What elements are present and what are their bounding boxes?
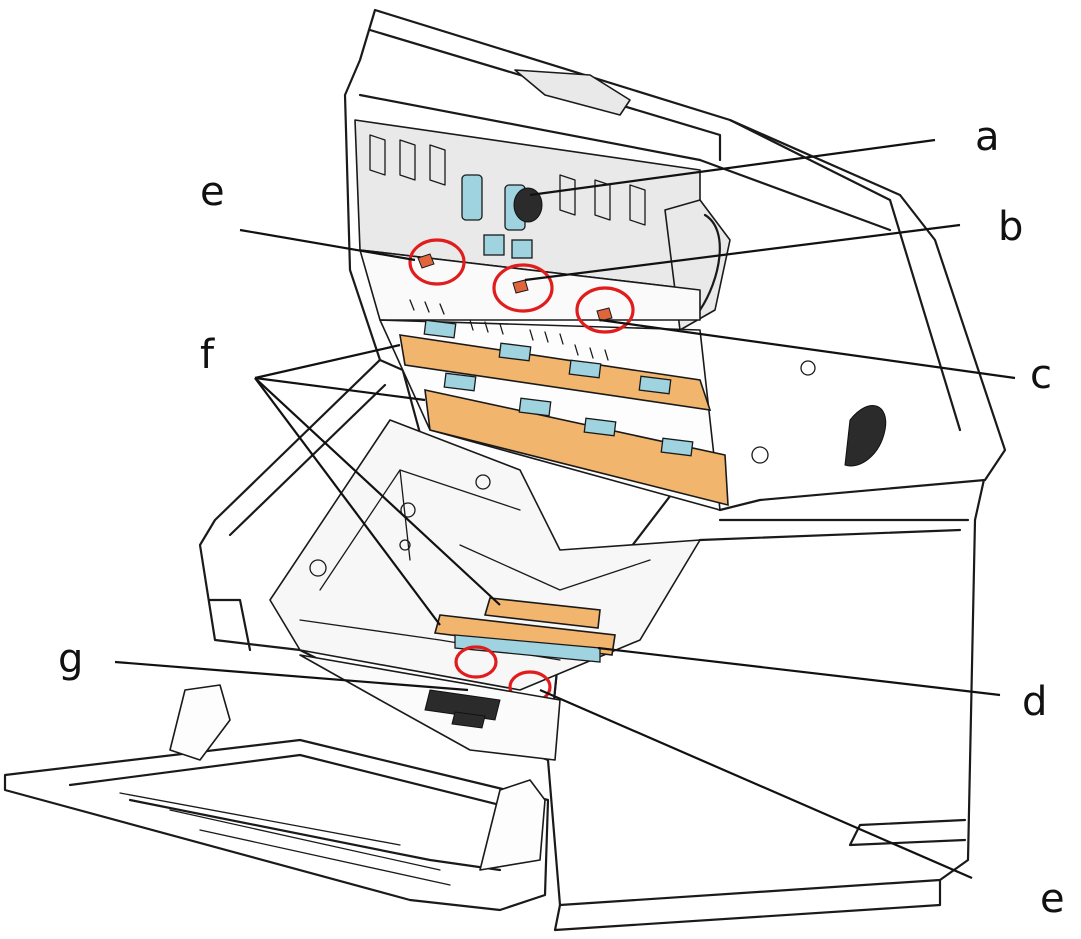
leader-f-2: [254, 376, 426, 402]
label-b: b: [998, 204, 1023, 250]
leader-f-4: [254, 377, 441, 626]
leader-e-top: [239, 228, 416, 262]
label-a: a: [975, 114, 1000, 160]
label-c: c: [1030, 352, 1052, 398]
label-g: g: [58, 636, 83, 682]
label-e-bottom: e: [1040, 876, 1065, 922]
label-d: d: [1022, 679, 1047, 725]
leader-f-1: [254, 343, 401, 380]
callout-labels: a b c d e e f g: [58, 114, 1065, 922]
leader-g: [114, 660, 469, 692]
leader-f-3: [254, 377, 501, 606]
sensor-highlights: [408, 238, 635, 704]
label-f: f: [200, 332, 215, 378]
highlight-circle-b: [492, 263, 554, 313]
highlight-circle-e-bottom-left: [454, 645, 498, 679]
leader-e-bottom: [539, 688, 973, 880]
leader-lines: [114, 138, 1016, 880]
highlight-circle-e-right: [575, 286, 635, 334]
paper-tray: [3, 654, 561, 912]
label-e-top: e: [200, 169, 225, 215]
glass-strips: [399, 319, 729, 663]
leader-d: [597, 646, 1001, 697]
highlight-circle-e-left: [408, 238, 466, 286]
leader-b: [524, 223, 961, 282]
leader-a: [529, 138, 936, 197]
leader-c: [599, 318, 1016, 380]
